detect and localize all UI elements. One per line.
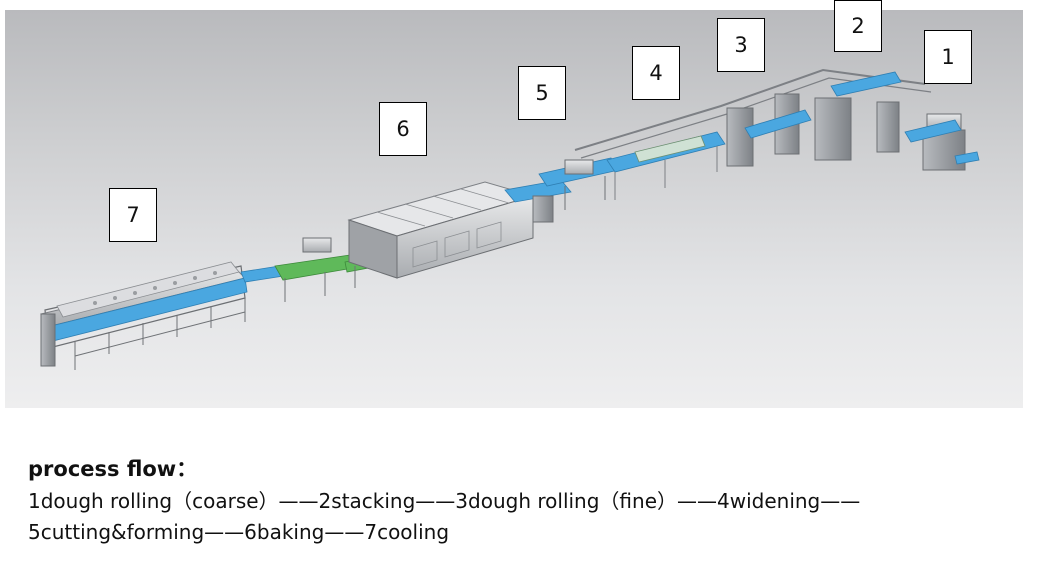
stage-label-3: 3 xyxy=(717,18,765,72)
stage-label-2: 2 xyxy=(834,0,882,52)
process-flow-text: 1dough rolling（coarse）——2stacking——3doug… xyxy=(28,489,861,544)
stage-label-5: 5 xyxy=(518,66,566,120)
stage-label-1: 1 xyxy=(924,30,972,84)
production-line-illustration: 1 2 3 4 5 6 7 xyxy=(5,0,1023,408)
forming-transfer-section xyxy=(240,237,380,302)
cutting-forming-machine xyxy=(538,157,620,210)
stage-label-7: 7 xyxy=(109,188,157,242)
process-flow-title: process flow： xyxy=(28,457,198,481)
stage-label-4: 4 xyxy=(632,46,680,100)
baking-oven xyxy=(347,179,572,279)
cooling-conveyor xyxy=(40,261,248,370)
stage-label-6: 6 xyxy=(379,102,427,156)
coarse-rolling-machine xyxy=(904,113,980,171)
fine-rolling-machine xyxy=(726,93,812,167)
production-line-drawing xyxy=(40,68,980,370)
process-flow-caption: process flow： 1dough rolling（coarse）——2s… xyxy=(28,452,1018,548)
stacking-machine xyxy=(814,71,902,161)
